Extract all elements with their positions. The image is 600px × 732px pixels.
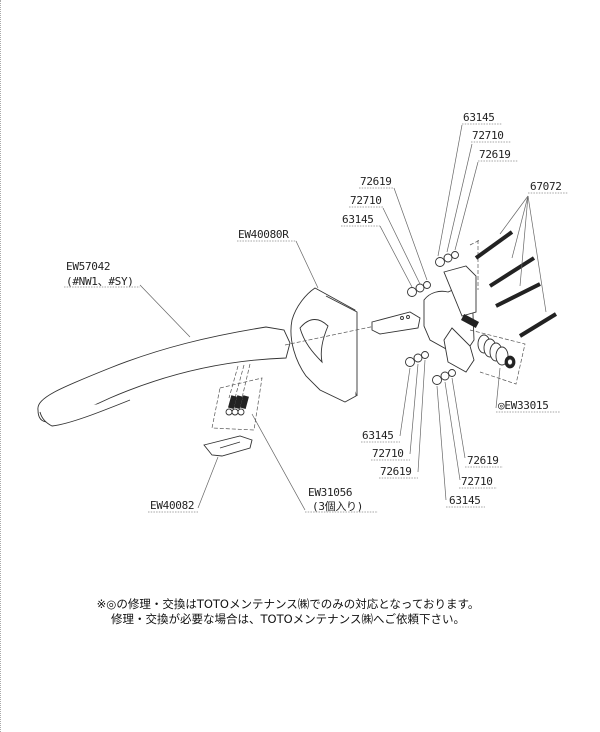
- label-72710-d: 72710: [461, 475, 493, 488]
- label-ew57042: EW57042: [66, 260, 110, 273]
- page-border: [0, 0, 1, 732]
- label-72710-a: 72710: [472, 129, 504, 142]
- label-67072: 67072: [530, 180, 562, 193]
- escutcheon-part: [284, 240, 381, 403]
- note-line-1: ※◎の修理・交換はTOTOメンテナンス㈱でのみの対応となっております。: [96, 597, 480, 611]
- label-ew40082: EW40082: [150, 499, 194, 512]
- mechanism-part: [371, 239, 526, 409]
- label-ew40080r: EW40080R: [238, 228, 289, 241]
- label-63145-b: 63145: [342, 213, 374, 226]
- labels: 63145 72710 72619 67072 72619 72710 6314…: [64, 111, 568, 513]
- label-ew31056-qty: (3個入り): [312, 500, 363, 513]
- lever-handle: [37, 284, 291, 427]
- bolts-part: [474, 195, 558, 338]
- label-72619-b: 72619: [360, 175, 392, 188]
- note-line-2: 修理・交換が必要な場合は、TOTOメンテナンス㈱へご依頼下さい。: [111, 612, 465, 626]
- label-ew33015: ◎EW33015: [498, 399, 549, 412]
- label-ew57042-variant: (#NW1、#SY): [66, 275, 134, 288]
- label-ew31056: EW31056: [308, 486, 352, 499]
- label-72619-c: 72619: [380, 465, 412, 478]
- label-63145-a: 63145: [463, 111, 495, 124]
- bracket-part: [197, 435, 253, 509]
- label-72619-d: 72619: [467, 454, 499, 467]
- label-72710-b: 72710: [350, 194, 382, 207]
- label-72619-a: 72619: [479, 148, 511, 161]
- nut-stacks: [379, 124, 479, 501]
- label-63145-d: 63145: [449, 494, 481, 507]
- label-63145-c: 63145: [362, 429, 394, 442]
- label-72710-c: 72710: [372, 447, 404, 460]
- screws-part: [211, 363, 306, 511]
